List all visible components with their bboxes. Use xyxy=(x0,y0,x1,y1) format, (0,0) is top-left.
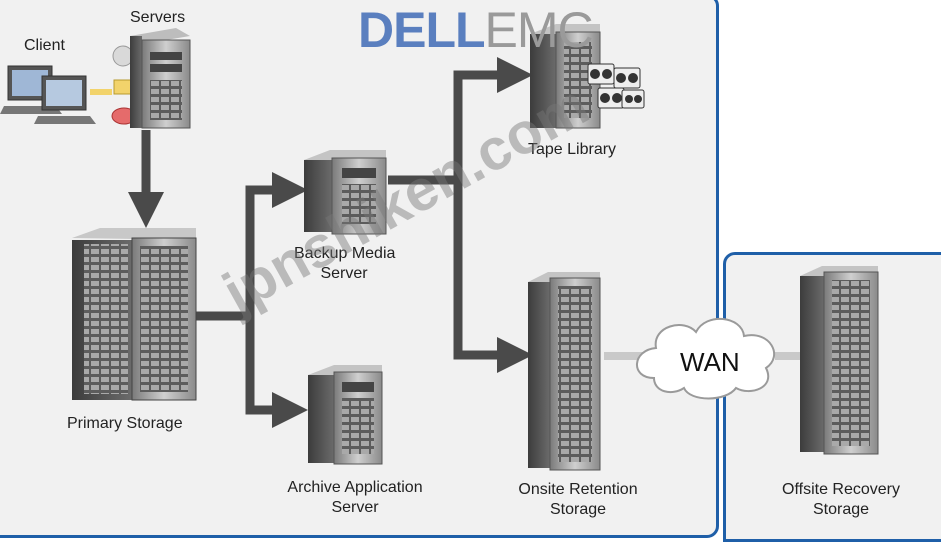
connectors xyxy=(128,57,533,428)
backup-media-server-icon xyxy=(304,150,387,235)
servers-tower-icon xyxy=(130,28,191,129)
arrow-backup-to-tape xyxy=(388,57,533,185)
logo-emc: EMC xyxy=(484,2,594,58)
data-items-icon xyxy=(90,45,137,125)
arrow-primary-to-backup xyxy=(190,172,308,321)
label-client: Client xyxy=(24,37,65,54)
tape-library-icon xyxy=(530,24,645,129)
label-onsite-retention-storage: Onsite Retention Storage xyxy=(518,481,638,518)
arrow-primary-to-archive xyxy=(245,316,308,428)
onsite-retention-storage-icon xyxy=(528,272,601,471)
logo-dell: DELL xyxy=(358,2,486,58)
label-servers: Servers xyxy=(130,9,186,26)
client-computers-icon xyxy=(0,65,96,124)
label-primary-storage: Primary Storage xyxy=(67,415,183,432)
primary-storage-rack-icon xyxy=(72,228,197,401)
label-tape-library: Tape Library xyxy=(528,141,617,158)
label-backup-media-server: Backup Media Server xyxy=(294,245,396,282)
dell-emc-logo: DELLEMC xyxy=(358,2,594,58)
label-offsite-recovery-storage: Offsite Recovery Storage xyxy=(782,481,900,518)
archive-application-server-icon xyxy=(308,365,383,465)
arrow-backup-to-onsite xyxy=(453,180,533,373)
offsite-recovery-storage-icon xyxy=(800,266,879,455)
wan-cloud-icon xyxy=(636,317,776,400)
label-archive-application-server: Archive Application Server xyxy=(287,479,423,516)
label-wan: WAN xyxy=(680,347,740,377)
